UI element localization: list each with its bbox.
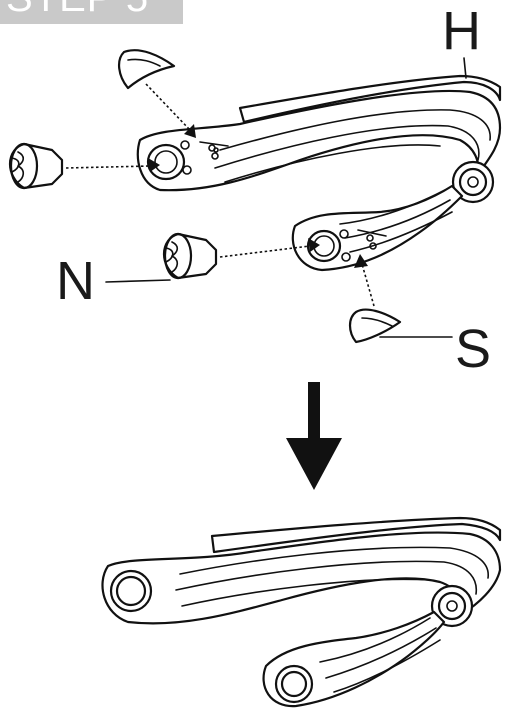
arrowhead-clip-upper: [184, 124, 196, 138]
assembled-upper-cap: [109, 569, 153, 613]
screw-cap-upper: [8, 142, 64, 190]
lower-hinge-hole: [306, 229, 387, 263]
callout-n: N: [56, 251, 95, 311]
arrowhead-clip-lower: [354, 254, 368, 268]
clip-lower: [348, 308, 402, 344]
armrest-frame-exploded: [136, 74, 502, 272]
upper-hinge-hole: [146, 140, 229, 181]
screw-cap-lower: [162, 232, 218, 280]
leader-line-h: [463, 57, 467, 79]
callout-s: S: [455, 319, 492, 379]
arrowhead-cap-upper: [148, 158, 160, 172]
assembled-lower-cap: [274, 664, 314, 704]
arrowhead-cap-lower: [308, 238, 320, 252]
guide-line-cap-upper: [65, 165, 151, 169]
clip-upper: [118, 49, 176, 90]
guide-line-clip-upper: [145, 83, 191, 131]
down-arrow: [286, 382, 342, 490]
callout-h: H: [442, 1, 481, 61]
leader-line-n: [105, 279, 171, 283]
guide-line-clip-lower: [361, 263, 375, 307]
guide-line-cap-lower: [219, 245, 311, 258]
step-title: STEP 5: [6, 0, 149, 18]
step-banner: STEP 5: [0, 0, 183, 24]
